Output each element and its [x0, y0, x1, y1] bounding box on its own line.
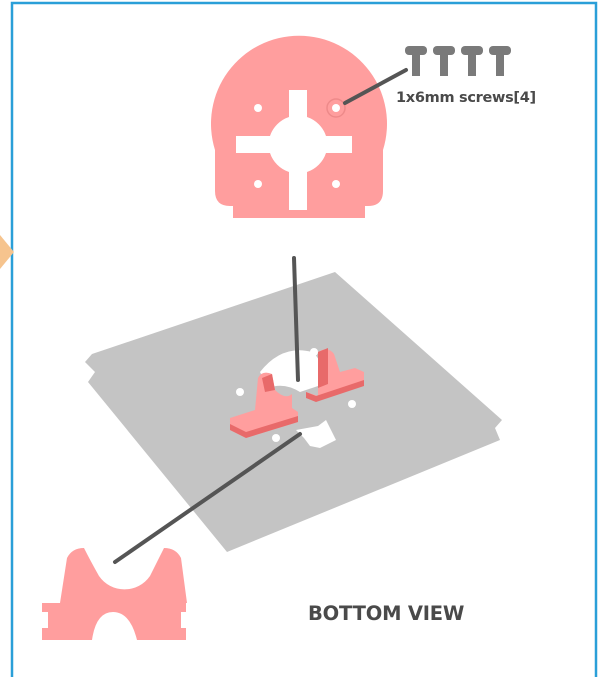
- clamp-leader-line: [113, 432, 302, 564]
- screw-set: [405, 46, 511, 76]
- view-label: BOTTOM VIEW: [308, 602, 465, 625]
- round-motor-mount: [211, 35, 387, 219]
- screws-leader-line: [343, 68, 408, 105]
- plate-hole: [272, 434, 280, 442]
- step-arrow-icon: [0, 235, 14, 269]
- screw-icon: [433, 46, 455, 76]
- plate-center-opening: [260, 350, 321, 392]
- plate-bottom-opening: [296, 420, 336, 448]
- plate-hole: [348, 400, 356, 408]
- plate-hole: [310, 348, 318, 356]
- screw-hole-highlight: [326, 98, 346, 118]
- frame-border: [10, 1, 598, 677]
- screw-icon: [461, 46, 483, 76]
- screw-icon: [489, 46, 511, 76]
- screw-icon: [405, 46, 427, 76]
- alignment-line: [292, 256, 300, 382]
- loose-clamp-part: [42, 548, 187, 640]
- plate-hole: [236, 388, 244, 396]
- mounted-clamp-left: [230, 372, 298, 438]
- mounted-clamp-right: [306, 348, 364, 402]
- screws-label: 1x6mm screws[4]: [396, 90, 536, 106]
